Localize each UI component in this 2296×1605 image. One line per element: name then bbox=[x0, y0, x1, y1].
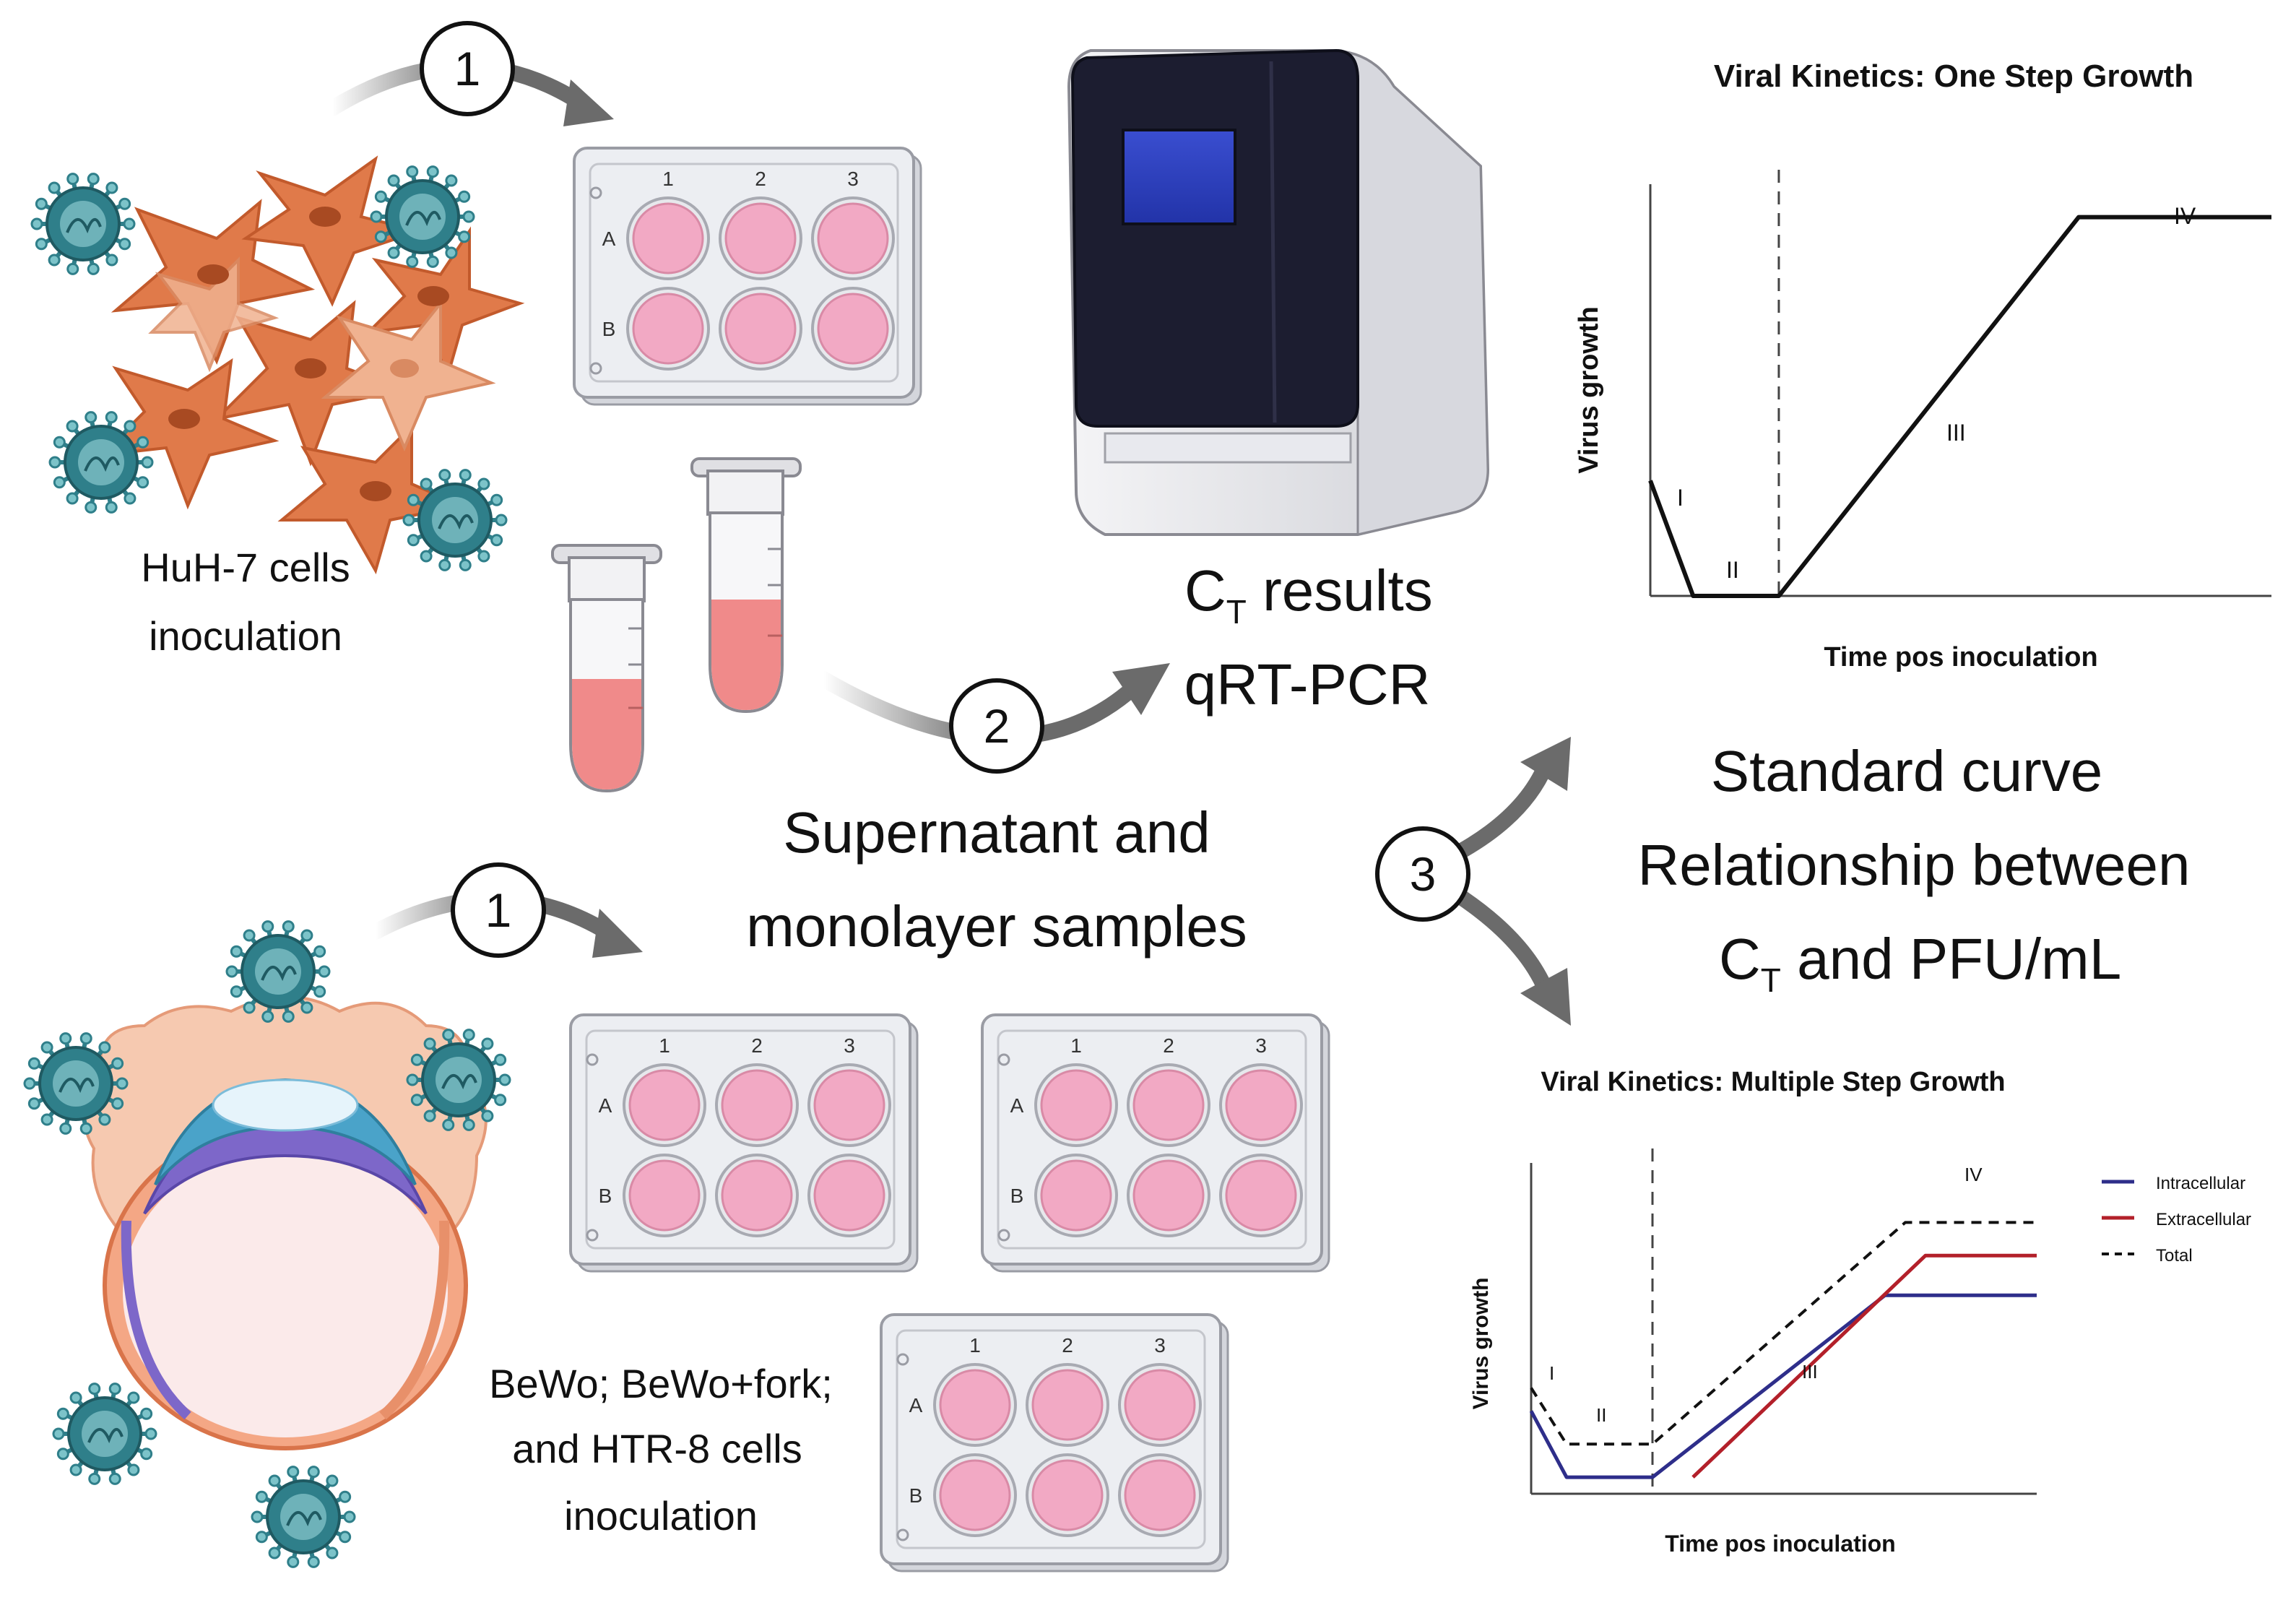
x-axis-label: Time pos inoculation bbox=[1665, 1531, 1895, 1557]
plate-column-label: 1 bbox=[969, 1334, 981, 1357]
virus-particle bbox=[30, 173, 136, 275]
phase-label-iii: III bbox=[1802, 1361, 1818, 1383]
step-number: 2 bbox=[984, 699, 1010, 753]
svg-text:Supernatant and: Supernatant and bbox=[783, 800, 1210, 865]
y-axis-label: Virus growth bbox=[1469, 1278, 1493, 1410]
virus-particle bbox=[251, 1466, 356, 1568]
plate-row-label: A bbox=[602, 228, 616, 250]
series-line-total bbox=[1530, 1221, 2037, 1446]
virus-particle bbox=[370, 165, 475, 268]
virus-particles bbox=[23, 165, 511, 1568]
svg-text:Relationship between: Relationship between bbox=[1638, 833, 2191, 897]
plate-column-label: 1 bbox=[662, 168, 674, 190]
well-plate-bewo-fork: 1 2 3A B bbox=[981, 1013, 1330, 1273]
series-line-intracellular bbox=[1529, 1293, 2037, 1479]
plate-row-label: B bbox=[599, 1185, 612, 1207]
phase-label-ii: II bbox=[1596, 1404, 1606, 1426]
plate-column-label: 3 bbox=[847, 168, 859, 190]
plate-column-label: 2 bbox=[1062, 1334, 1073, 1357]
y-axis-label: Virus growth bbox=[1574, 306, 1604, 474]
plate-column-label: 2 bbox=[751, 1034, 763, 1057]
plate-row-label: B bbox=[909, 1484, 923, 1507]
ct-results-label: CT results qRT-PCR bbox=[1184, 558, 1433, 717]
legend-label-total: Total bbox=[2156, 1246, 2193, 1266]
virus-particle bbox=[402, 469, 508, 571]
virus-particle bbox=[48, 411, 154, 514]
well-plate-bewo: 1 2 3A B bbox=[569, 1013, 919, 1273]
placental-cells-illustration bbox=[83, 995, 488, 1450]
virus-particle bbox=[23, 1032, 129, 1135]
well-plate-huh7: 1 2 3A B bbox=[573, 147, 922, 406]
phase-label-i: I bbox=[1549, 1362, 1554, 1384]
svg-text:qRT-PCR: qRT-PCR bbox=[1184, 652, 1431, 717]
phase-label-i: I bbox=[1677, 485, 1684, 511]
plate-column-label: 3 bbox=[1154, 1334, 1166, 1357]
phase-label-iv: IV bbox=[1964, 1164, 1983, 1185]
series-line-extracellular bbox=[1691, 1253, 2037, 1479]
placental-cells-label: BeWo; BeWo+fork; and HTR-8 cells inocula… bbox=[489, 1361, 833, 1539]
svg-text:inoculation: inoculation bbox=[149, 613, 342, 659]
svg-text:and HTR-8 cells: and HTR-8 cells bbox=[512, 1426, 802, 1471]
well-plate-htr8: 1 2 3A B bbox=[880, 1313, 1229, 1572]
chart-title: Viral Kinetics: One Step Growth bbox=[1714, 59, 2193, 94]
plate-row-label: A bbox=[1010, 1094, 1024, 1117]
svg-text:CT and PFU/mL: CT and PFU/mL bbox=[1719, 927, 2121, 999]
chart-one-step-growth: Viral Kinetics: One Step Growth Virus gr… bbox=[1574, 59, 2271, 672]
virus-particle bbox=[52, 1383, 157, 1485]
series-line-growth bbox=[1648, 215, 2271, 598]
legend-label-extracellular: Extracellular bbox=[2156, 1210, 2251, 1229]
step-circle-1-top: 1 bbox=[420, 21, 515, 116]
sample-tube-right bbox=[690, 457, 802, 714]
huh7-label: HuH-7 cells inoculation bbox=[141, 545, 350, 659]
chart-multiple-step-growth: Viral Kinetics: Multiple Step Growth Vir… bbox=[1469, 1067, 2251, 1557]
virus-particle bbox=[225, 920, 331, 1023]
svg-text:CT results: CT results bbox=[1184, 558, 1433, 631]
plate-row-label: A bbox=[909, 1394, 923, 1416]
svg-text:inoculation: inoculation bbox=[564, 1493, 758, 1539]
plate-row-label: B bbox=[1010, 1185, 1024, 1207]
arrow-step3-split bbox=[1314, 737, 1571, 1026]
step-number: 1 bbox=[454, 42, 481, 95]
phase-label-iv: IV bbox=[2174, 203, 2196, 229]
phase-label-ii: II bbox=[1726, 557, 1739, 583]
huh7-cells-illustration bbox=[97, 155, 525, 575]
plate-row-label: A bbox=[599, 1094, 612, 1117]
plate-column-label: 3 bbox=[1255, 1034, 1267, 1057]
x-axis-label: Time pos inoculation bbox=[1824, 642, 2097, 672]
plate-column-label: 1 bbox=[1070, 1034, 1082, 1057]
chart-title: Viral Kinetics: Multiple Step Growth bbox=[1541, 1067, 2005, 1097]
step-circle-2: 2 bbox=[949, 678, 1044, 774]
svg-text:monolayer samples: monolayer samples bbox=[746, 894, 1247, 959]
chart-legend: Intracellular Extracellular Total bbox=[2102, 1174, 2251, 1266]
step-number: 3 bbox=[1410, 847, 1437, 901]
phase-label-iii: III bbox=[1946, 420, 1966, 446]
sample-tube-left bbox=[551, 544, 662, 793]
step-number: 1 bbox=[485, 883, 512, 937]
standard-curve-label: Standard curve Relationship between CT a… bbox=[1638, 739, 2191, 999]
step-circle-1-bottom: 1 bbox=[451, 862, 546, 958]
svg-text:Standard curve: Standard curve bbox=[1711, 739, 2103, 803]
samples-label: Supernatant and monolayer samples bbox=[746, 800, 1247, 959]
legend-label-intracellular: Intracellular bbox=[2156, 1174, 2245, 1193]
virus-particle bbox=[406, 1029, 511, 1131]
plate-column-label: 1 bbox=[659, 1034, 670, 1057]
plate-column-label: 2 bbox=[1163, 1034, 1174, 1057]
step-circle-3: 3 bbox=[1375, 826, 1470, 922]
plate-row-label: B bbox=[602, 318, 616, 340]
svg-text:HuH-7 cells: HuH-7 cells bbox=[141, 545, 350, 590]
plate-column-label: 3 bbox=[844, 1034, 855, 1057]
plate-column-label: 2 bbox=[755, 168, 766, 190]
qrtpcr-machine bbox=[1067, 48, 1490, 536]
svg-text:BeWo; BeWo+fork;: BeWo; BeWo+fork; bbox=[489, 1361, 833, 1406]
